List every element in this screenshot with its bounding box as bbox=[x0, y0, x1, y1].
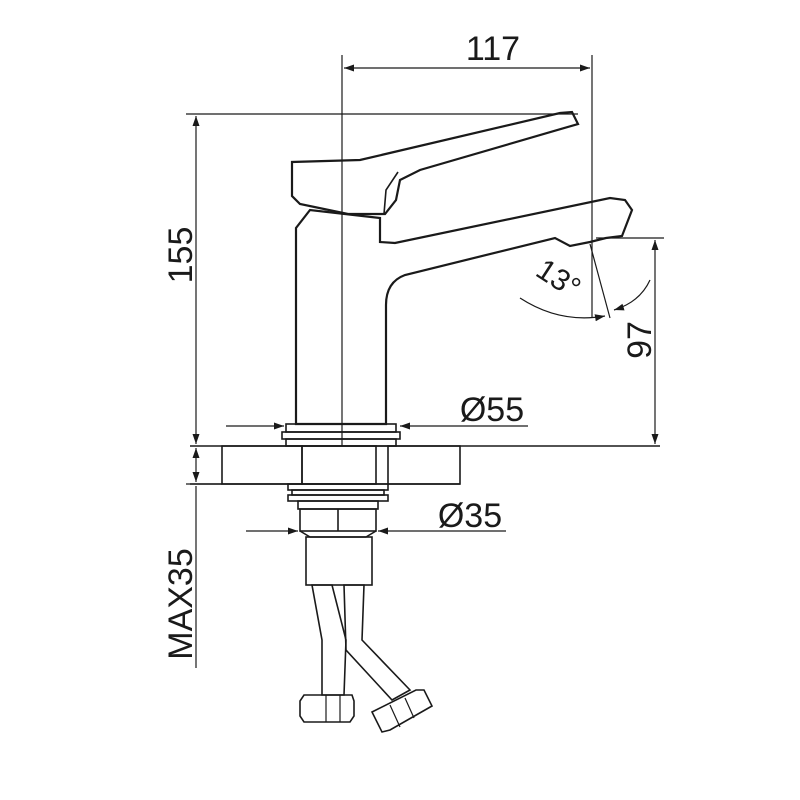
countertop-section bbox=[190, 445, 660, 485]
base-flange bbox=[281, 423, 401, 447]
dimension-total-height: 155 bbox=[162, 113, 578, 444]
supply-hoses bbox=[305, 536, 412, 702]
spout-angle-label: 13° bbox=[530, 253, 586, 305]
max-thickness-label: MAX35 bbox=[162, 548, 200, 660]
reach-label: 117 bbox=[466, 30, 520, 68]
faucet-shank bbox=[287, 445, 389, 510]
dimension-base-diameter: Ø55 bbox=[226, 391, 528, 430]
right-hose-nut bbox=[370, 689, 434, 733]
base-diameter-label: Ø55 bbox=[460, 391, 524, 429]
left-hose-nut bbox=[299, 694, 355, 723]
mounting-nut bbox=[299, 508, 377, 538]
spout-height-label: 97 bbox=[621, 321, 659, 359]
dimension-spout-angle: 13° bbox=[519, 243, 651, 322]
dimension-mounting-diameter: Ø35 bbox=[246, 497, 506, 535]
faucet-body bbox=[290, 110, 634, 426]
dimension-max-thickness: MAX35 bbox=[162, 448, 222, 668]
total-height-label: 155 bbox=[162, 227, 200, 284]
dimension-reach: 117 bbox=[344, 30, 593, 318]
dimension-spout-height: 97 bbox=[596, 237, 664, 444]
mounting-diameter-label: Ø35 bbox=[438, 497, 502, 535]
